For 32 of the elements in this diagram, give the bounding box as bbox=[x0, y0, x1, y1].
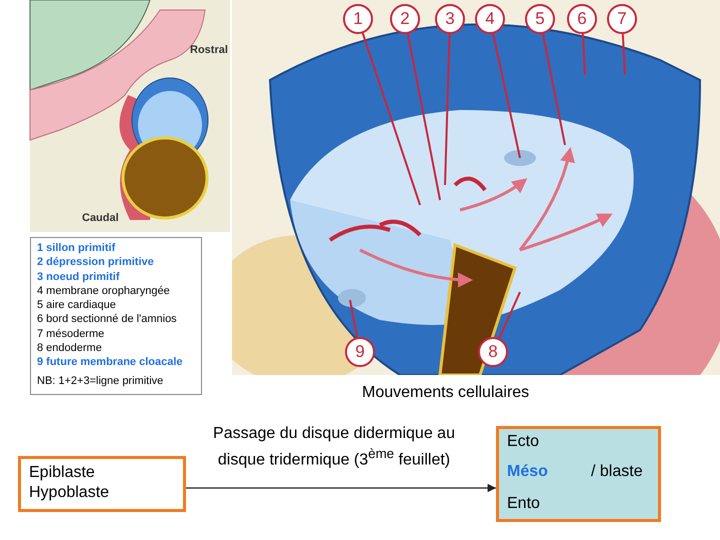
layer-text: Epiblaste bbox=[29, 463, 96, 483]
legend-text: 8 endoderme bbox=[37, 341, 103, 356]
direction-label: Caudal bbox=[82, 212, 119, 224]
layer-text: Ecto bbox=[507, 433, 540, 451]
legend-panel bbox=[30, 237, 202, 395]
layer-text: Ento bbox=[507, 495, 540, 513]
legend-text: 5 aire cardiaque bbox=[37, 298, 117, 312]
legend-text: 9 future membrane cloacale bbox=[37, 355, 184, 370]
layer-text: / blaste bbox=[591, 463, 643, 481]
arrow bbox=[186, 484, 496, 492]
layer-box bbox=[496, 426, 661, 522]
leader-line bbox=[406, 34, 441, 200]
leader-line bbox=[362, 32, 421, 206]
direction-label: Rostral bbox=[190, 44, 228, 56]
leader-line bbox=[492, 33, 521, 158]
legend-text: 1 sillon primitif bbox=[37, 241, 116, 256]
legend-text: 2 dépression primitive bbox=[37, 255, 155, 270]
layer-text: Hypoblaste bbox=[29, 483, 110, 503]
leader-line bbox=[498, 292, 521, 339]
legend-text: NB: 1+2+3=ligne primitive bbox=[37, 374, 164, 388]
legend-text: 4 membrane oropharyngée bbox=[37, 284, 171, 298]
leader-line bbox=[444, 34, 451, 186]
legend-text: 6 bord sectionné de l'amnios bbox=[37, 312, 178, 327]
leader-line bbox=[349, 300, 358, 338]
layer-box bbox=[18, 456, 186, 512]
leader-line bbox=[582, 34, 586, 76]
leader-line bbox=[622, 34, 626, 76]
leader-line bbox=[542, 34, 566, 146]
caption-text: Mouvements cellulaires bbox=[362, 384, 530, 402]
legend-text: 3 noeud primitif bbox=[37, 270, 120, 284]
legend-text: 7 mésoderme bbox=[37, 326, 106, 342]
layer-text: Méso bbox=[507, 463, 548, 481]
